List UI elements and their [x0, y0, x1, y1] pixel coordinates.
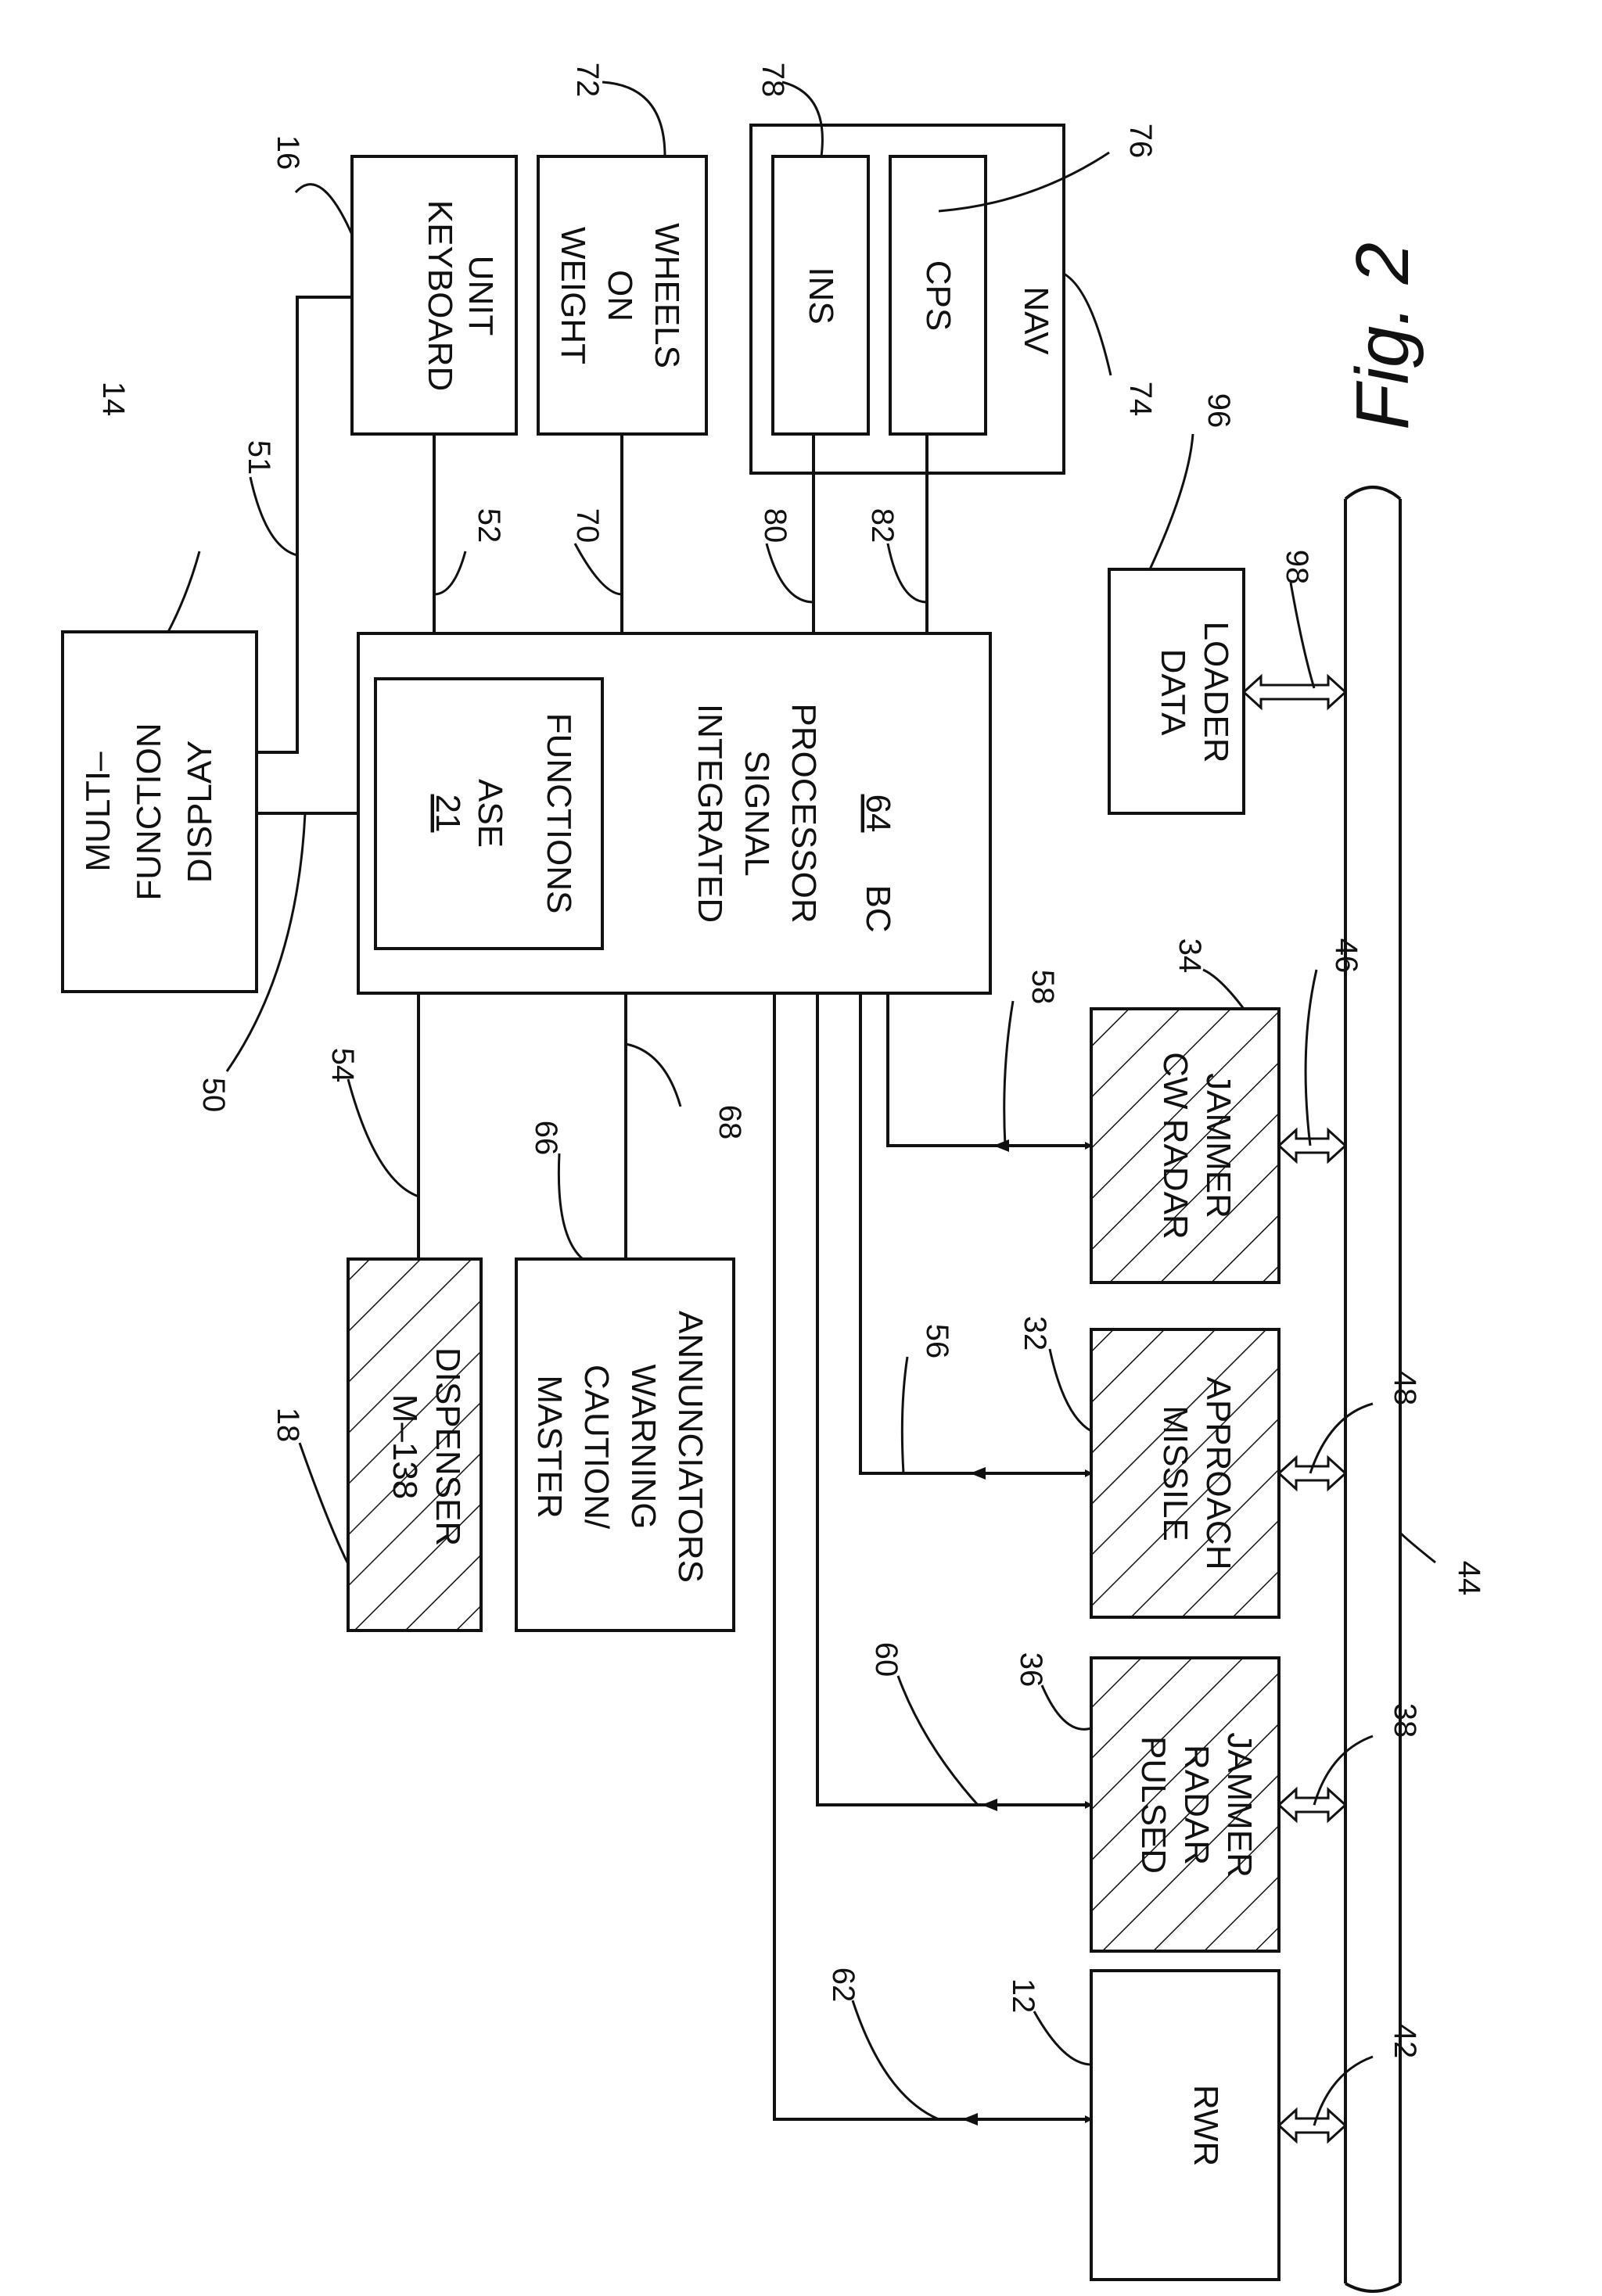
ref-56: 56 [920, 1324, 954, 1359]
cw-radar-jammer-block: CW RADAR JAMMER [1091, 1009, 1279, 1283]
ref-38: 38 [1388, 1703, 1422, 1738]
rwr-block: RWR [1091, 1971, 1279, 2280]
ref-32: 32 [1018, 1316, 1052, 1351]
multi-function-display-block: MULTI– FUNCTION DISPLAY [63, 632, 257, 992]
line-58 [888, 993, 1091, 1146]
bus-arrow-48 [1279, 1458, 1345, 1489]
isp-bc-label: BC [859, 884, 897, 932]
nav-label: NAV [1017, 286, 1055, 355]
ref-18: 18 [271, 1408, 305, 1443]
ref-50: 50 [196, 1078, 231, 1113]
ase-label: ASE [471, 779, 509, 848]
weight-on-wheels-line-3: WHEELS [648, 223, 686, 368]
pulsed-radar-jammer-line-3: JAMMER [1220, 1732, 1259, 1878]
data-loader-block: DATA LOADER [1109, 569, 1244, 813]
pulsed-radar-jammer-line-1: PULSED [1134, 1736, 1173, 1874]
ref-68: 68 [713, 1105, 747, 1140]
m138-line-1: M–138 [386, 1394, 424, 1500]
line-62 [774, 993, 1091, 2119]
master-caution-line-2: CAUTION/ [577, 1365, 616, 1530]
cps-block: CPS [890, 156, 986, 434]
keyboard-unit-line-2: UNIT [462, 256, 500, 336]
isp-line-3: PROCESSOR [785, 703, 823, 923]
pulsed-radar-jammer-block: PULSED RADAR JAMMER [1091, 1658, 1279, 1951]
ref-60: 60 [869, 1642, 903, 1677]
ref-14: 14 [96, 382, 131, 417]
arrow-58-mid [993, 1139, 1009, 1152]
ref-58: 58 [1025, 970, 1060, 1005]
bus-arrow-98 [1244, 676, 1345, 708]
ref-72: 72 [570, 63, 605, 98]
ins-label: INS [802, 267, 840, 324]
line-56 [860, 993, 1091, 1473]
arrow-62-mid [962, 2113, 978, 2126]
pulsed-radar-jammer-line-2: RADAR [1177, 1745, 1216, 1865]
ref-12: 12 [1006, 1979, 1040, 2014]
ref-62: 62 [826, 1968, 860, 2003]
ase-functions-block: 21 ASE FUNCTIONS [375, 679, 602, 949]
cw-radar-jammer-line-1: CW RADAR [1156, 1052, 1194, 1239]
isp-line-2: SIGNAL [738, 750, 776, 876]
m138-line-2: DISPENSER [429, 1347, 467, 1546]
ref-80: 80 [758, 508, 792, 544]
ins-block: INS [773, 156, 868, 434]
line-60 [817, 993, 1091, 1805]
m138-dispenser-block: M–138 DISPENSER [348, 1259, 481, 1631]
multi-function-display-line-2: FUNCTION [130, 723, 168, 900]
ref-96: 96 [1202, 393, 1236, 429]
arrow-60-mid [982, 1799, 997, 1811]
multi-function-display-line-1: MULTI– [79, 752, 117, 872]
master-caution-line-3: WARNING [624, 1364, 663, 1529]
cps-label: CPS [919, 260, 957, 331]
ase-ref-21: 21 [429, 795, 467, 833]
master-caution-block: MASTER CAUTION/ WARNING ANNUNCIATORS [516, 1259, 734, 1631]
weight-on-wheels-block: WEIGHT ON WHEELS [538, 156, 706, 434]
ref-74: 74 [1123, 382, 1158, 417]
ref-42: 42 [1388, 2024, 1422, 2059]
ref-46: 46 [1329, 938, 1363, 974]
data-loader-line-2: LOADER [1197, 622, 1235, 763]
keyboard-unit-block: KEYBOARD UNIT [352, 156, 516, 434]
ref-70: 70 [570, 508, 605, 544]
cw-radar-jammer-line-2: JAMMER [1199, 1073, 1237, 1218]
isp-ref-64: 64 [859, 795, 897, 833]
arrow-56-mid [970, 1467, 986, 1480]
keyboard-unit-line-1: KEYBOARD [421, 200, 459, 392]
figure-caption: Fig. 2 [1341, 242, 1424, 430]
ref-54: 54 [325, 1048, 360, 1083]
ref-34: 34 [1173, 938, 1207, 974]
ref-66: 66 [529, 1121, 563, 1156]
ref-48: 48 [1388, 1371, 1422, 1406]
master-caution-line-4: ANNUNCIATORS [671, 1311, 709, 1583]
missile-approach-block: MISSILE APPROACH [1091, 1329, 1279, 1617]
ref-16: 16 [271, 135, 305, 170]
ref-98: 98 [1280, 550, 1314, 585]
weight-on-wheels-line-2: ON [601, 270, 639, 321]
line-51 [257, 297, 352, 752]
weight-on-wheels-line-1: WEIGHT [554, 227, 592, 364]
ref-44: 44 [1452, 1561, 1486, 1596]
ref-82: 82 [865, 508, 900, 544]
multi-function-display-line-3: DISPLAY [181, 741, 219, 884]
ref-76: 76 [1123, 124, 1158, 159]
ref-52: 52 [472, 508, 506, 544]
bus-arrow-42 [1279, 2110, 1345, 2141]
ref-78: 78 [756, 63, 790, 98]
master-caution-line-1: MASTER [530, 1375, 569, 1518]
connections [257, 297, 1091, 2126]
ref-36: 36 [1014, 1652, 1048, 1688]
missile-approach-line-2: APPROACH [1199, 1377, 1237, 1570]
ref-51: 51 [242, 440, 276, 475]
ase-functions-label: FUNCTIONS [540, 713, 578, 914]
bus-arrow-38 [1279, 1789, 1345, 1821]
data-loader-line-1: DATA [1154, 649, 1192, 736]
isp-line-1: INTEGRATED [691, 704, 729, 923]
missile-approach-line-1: MISSILE [1156, 1405, 1194, 1541]
rwr-label: RWR [1187, 2085, 1225, 2166]
bus-arrow-46 [1279, 1130, 1345, 1161]
